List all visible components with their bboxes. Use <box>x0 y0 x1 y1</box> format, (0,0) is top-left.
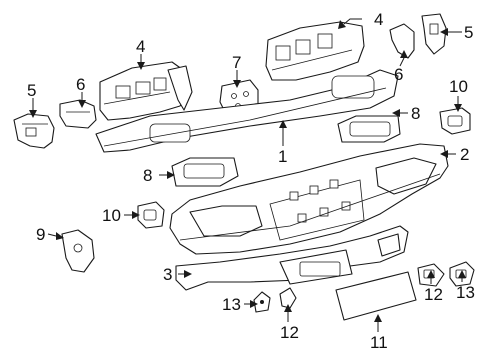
callout-6-right: 6 <box>394 65 403 84</box>
callout-10-left: 10 <box>102 206 121 225</box>
callout-8-right: 8 <box>411 104 420 123</box>
callout-9: 9 <box>36 225 45 244</box>
callout-13-left: 13 <box>222 295 241 314</box>
part-9-tow-hook <box>61 229 95 273</box>
callout-8-left: 8 <box>143 166 152 185</box>
part-5-right-bracket <box>421 13 447 55</box>
callout-5-left: 5 <box>27 81 36 100</box>
part-6-right-clip <box>389 23 415 59</box>
callout-10-right: 10 <box>449 77 468 96</box>
callout-13-right: 13 <box>456 283 475 302</box>
part-12-left-clip <box>279 287 297 309</box>
callout-11: 11 <box>370 333 388 352</box>
callout-1: 1 <box>278 147 287 166</box>
callout-3: 3 <box>163 265 172 284</box>
part-11-license-bracket <box>335 271 417 321</box>
part-1-reinforcement-bar <box>95 69 399 153</box>
callout-6-left: 6 <box>76 75 85 94</box>
part-6-left-clip <box>59 99 97 129</box>
part-2-bumper-cover <box>169 143 449 255</box>
part-10-right-bezel <box>439 107 471 135</box>
part-3-lower-valance <box>175 225 409 291</box>
leader-lines <box>29 18 466 332</box>
callout-12-left: 12 <box>280 323 299 342</box>
part-8-right-pocket <box>337 115 401 143</box>
callout-5-right: 5 <box>464 23 473 42</box>
part-4-left-reinforcement <box>99 61 193 121</box>
part-5-left-bracket <box>13 113 55 149</box>
part-4-right-reinforcement <box>265 21 365 81</box>
part-13-left-nut <box>253 291 271 313</box>
callout-labels: 4 4 5 5 6 6 7 1 8 8 10 2 10 9 3 12 13 13… <box>27 10 475 352</box>
callout-12-right: 12 <box>424 285 443 304</box>
callout-2: 2 <box>460 145 469 164</box>
callout-7: 7 <box>232 53 241 72</box>
part-10-left-bezel <box>137 201 165 229</box>
part-8-left-pocket <box>171 157 239 187</box>
callout-4-left: 4 <box>136 37 145 56</box>
callout-4-right: 4 <box>374 10 383 29</box>
